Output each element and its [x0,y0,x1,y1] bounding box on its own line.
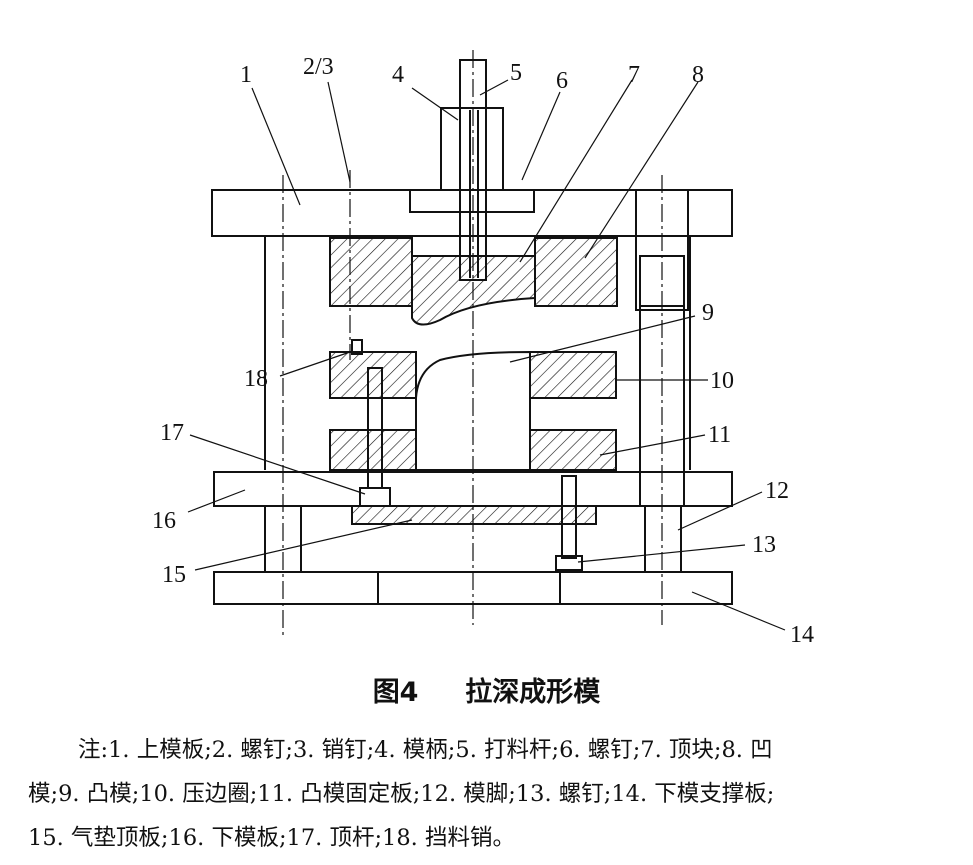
label-12: 12 [765,478,789,504]
label-6: 6 [556,68,568,94]
label-2-3: 2/3 [303,54,334,80]
die-shank-flange [409,189,535,213]
label-7: 7 [628,62,640,88]
punch [415,350,531,471]
note-line-1: 注:1. 上模板;2. 螺钉;3. 销钉;4. 模柄;5. 打料杆;6. 螺钉;… [78,737,773,763]
label-8: 8 [692,62,704,88]
concave-die-left [329,237,413,307]
stop-pin-18 [351,339,363,355]
punch-plate-left [329,429,417,471]
blank-holder-left [329,351,417,399]
figure-title: 拉深成形模 [465,677,601,708]
label-4: 4 [392,62,404,88]
label-1: 1 [240,62,252,88]
die-shank [440,107,504,191]
label-15: 15 [162,562,186,588]
concave-die-right [534,237,618,307]
label-16: 16 [152,508,176,534]
screw-13 [561,475,577,559]
punch-plate-right [529,429,617,471]
label-10: 10 [710,368,734,394]
figure-number: 图4 [372,677,419,708]
blank-holder-right [529,351,617,399]
figure-caption: 图4 拉深成形模 [0,670,973,709]
die-drawing: 1 2/3 4 5 6 7 8 9 10 11 12 13 14 15 16 1… [152,50,814,648]
label-11: 11 [708,422,731,448]
note-line-3: 15. 气垫顶板;16. 下模板;17. 顶杆;18. 挡料销。 [28,825,515,851]
legend-note: 注:1. 上模板;2. 螺钉;3. 销钉;4. 模柄;5. 打料杆;6. 螺钉;… [28,728,948,860]
label-5: 5 [510,60,522,86]
label-9: 9 [702,300,714,326]
label-14: 14 [790,622,814,648]
note-line-2: 模;9. 凸模;10. 压边圈;11. 凸模固定板;12. 模脚;13. 螺钉;… [28,781,775,807]
cushion-plate [351,505,597,525]
label-13: 13 [752,532,776,558]
die-foot-right [644,505,682,573]
label-17: 17 [160,420,184,446]
label-18: 18 [244,366,268,392]
